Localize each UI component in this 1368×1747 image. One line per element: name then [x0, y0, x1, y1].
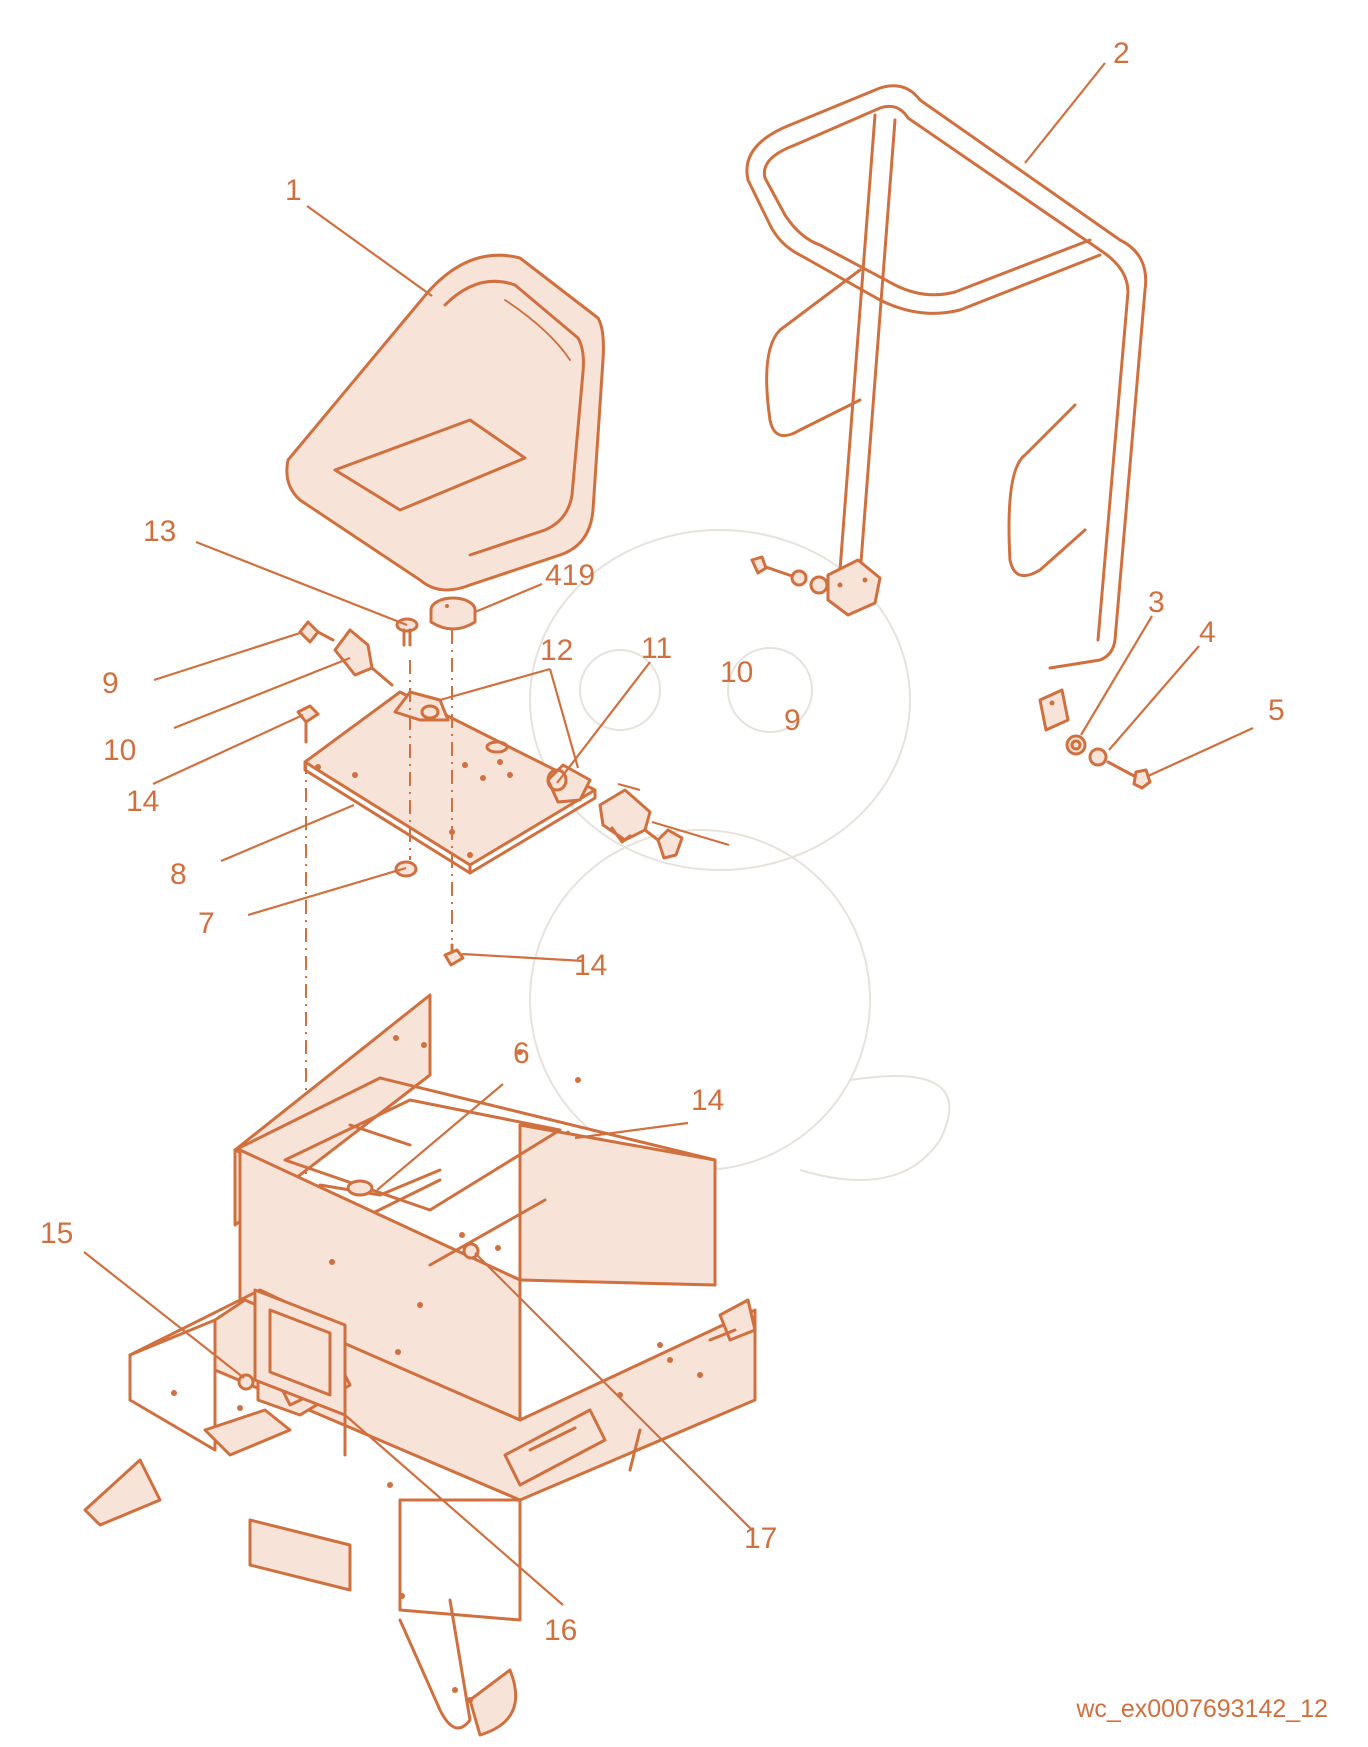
- seat-plate: [303, 690, 597, 875]
- callout-14-left: 14: [126, 785, 159, 818]
- callout-10-left: 10: [103, 734, 136, 767]
- callout-11: 11: [641, 632, 672, 665]
- callout-7: 7: [198, 907, 215, 940]
- callout-8: 8: [170, 858, 187, 891]
- callout-16: 16: [544, 1614, 577, 1647]
- callout-14-mid: 14: [574, 949, 607, 982]
- bolt-17: [462, 1242, 480, 1260]
- knob-13: [395, 617, 419, 647]
- callout-3: 3: [1148, 586, 1165, 619]
- frame-box: [83, 993, 757, 1737]
- callout-6: 6: [513, 1037, 530, 1070]
- callout-14-right: 14: [691, 1084, 724, 1117]
- callout-17: 17: [744, 1522, 777, 1555]
- reference-code: wc_ex0007693142_12: [1075, 1695, 1328, 1723]
- callout-10-right: 10: [720, 656, 753, 689]
- callout-12: 12: [540, 634, 573, 667]
- seat: [285, 253, 605, 592]
- part-6-insert: [346, 1178, 442, 1214]
- callout-419: 419: [545, 559, 595, 592]
- watermark-mascot: [529, 529, 951, 1181]
- leader-lines: [83, 62, 1254, 1606]
- callout-5: 5: [1268, 694, 1285, 727]
- slide-right: [598, 788, 684, 860]
- slide-left: [298, 620, 394, 687]
- callout-9-left: 9: [102, 667, 119, 700]
- roll-bar: [745, 84, 1148, 732]
- callout-9-right: 9: [784, 704, 801, 737]
- callout-13: 13: [143, 515, 176, 548]
- callout-1: 1: [285, 174, 302, 207]
- brackets-12: [393, 690, 592, 804]
- nut-15: [237, 1373, 255, 1391]
- callout-4: 4: [1199, 616, 1216, 649]
- fasteners-3-4-5: [750, 555, 1152, 790]
- callout-2: 2: [1113, 37, 1130, 70]
- callout-labels: 1 2 3 4 5 6 7 8 9 9 10 10 11 12 13 14 14…: [40, 37, 1328, 1723]
- callout-15: 15: [40, 1217, 73, 1250]
- seat-swivel: [429, 596, 477, 631]
